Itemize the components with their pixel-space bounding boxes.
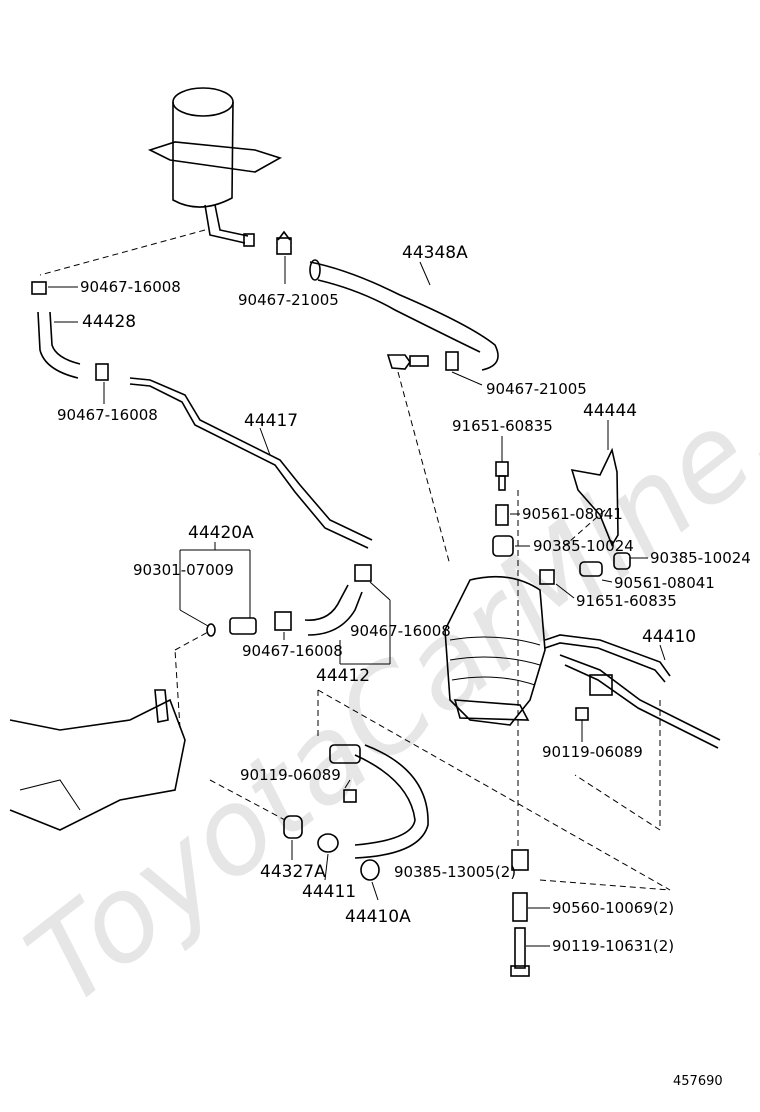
label-90467-21005-a: 90467-21005 (238, 291, 339, 309)
clip-90467-16008-b (95, 363, 109, 381)
clip-90467-21005-b (445, 351, 459, 371)
vane-pump (444, 575, 546, 726)
cushion-90385-13005 (511, 849, 529, 871)
leader-lines (48, 256, 666, 947)
pipe-44410 (544, 634, 721, 749)
diagram-reference-number: 457690 (673, 1074, 723, 1089)
union-fitting-top (386, 354, 429, 370)
bolt-90119-10631 (510, 927, 530, 977)
label-90561-08041-b: 90561-08041 (614, 574, 715, 592)
hose-44411 (317, 744, 429, 881)
label-90119-10631: 90119-10631(2) (552, 937, 674, 955)
label-90467-16008-a: 90467-16008 (80, 278, 181, 296)
label-44410A: 44410A (345, 907, 411, 927)
label-44348A: 44348A (402, 243, 468, 263)
part-labels: 44348A 90467-16008 90467-21005 44428 904… (57, 243, 751, 1089)
reservoir-tank (147, 87, 282, 247)
union-bolt-44420A (229, 617, 257, 635)
label-90119-06089-b: 90119-06089 (240, 766, 341, 784)
cushion-90385-10024-a (492, 535, 514, 557)
label-44411: 44411 (302, 882, 356, 902)
label-90301-07009: 90301-07009 (133, 561, 234, 579)
pipe-44417 (129, 377, 373, 549)
label-44420A: 44420A (188, 523, 254, 543)
clamp-44327A (283, 815, 303, 839)
label-90467-21005-b: 90467-21005 (486, 380, 587, 398)
clip-90467-16008-a (31, 281, 47, 295)
label-90385-10024-a: 90385-10024 (533, 537, 634, 555)
label-90467-16008-d: 90467-16008 (242, 642, 343, 660)
clip-90467-16008-c (274, 611, 292, 631)
label-44444: 44444 (583, 401, 637, 421)
hose-44412 (304, 584, 363, 636)
label-90560-10069: 90560-10069(2) (552, 899, 674, 917)
label-44327A: 44327A (260, 862, 326, 882)
bolt-91651-60835-b (539, 569, 555, 585)
label-90467-16008-b: 90467-16008 (57, 406, 158, 424)
label-44417: 44417 (244, 411, 298, 431)
bolt-90119-06089-a (575, 707, 589, 721)
cushion-90385-10024-b (613, 552, 631, 570)
label-44428: 44428 (82, 312, 136, 332)
collar-90561-08041-b (579, 561, 603, 577)
bolt-91651-60835-a (495, 461, 509, 491)
hose-44428 (37, 311, 81, 379)
collar-90561-08041-a (495, 504, 509, 526)
label-90385-13005: 90385-13005(2) (394, 863, 516, 881)
bracket-44444 (570, 447, 619, 547)
steering-gear-housing (9, 689, 186, 831)
clip-90467-16008-d (354, 564, 372, 582)
clip-90467-21005-a (276, 230, 292, 255)
collar-90560-10069 (512, 892, 528, 922)
label-44412: 44412 (316, 666, 370, 686)
dashed-connectors (39, 229, 671, 891)
bolt-90119-06089-b (343, 789, 357, 803)
label-91651-60835-a: 91651-60835 (452, 417, 553, 435)
hose-44348A (309, 259, 499, 371)
label-90119-06089-a: 90119-06089 (542, 743, 643, 761)
label-90385-10024-b: 90385-10024 (650, 549, 751, 567)
o-ring-90301-07009 (206, 623, 216, 637)
label-44410: 44410 (642, 627, 696, 647)
label-90467-16008-c: 90467-16008 (350, 622, 451, 640)
label-90561-08041-a: 90561-08041 (522, 505, 623, 523)
label-91651-60835-b: 91651-60835 (576, 592, 677, 610)
